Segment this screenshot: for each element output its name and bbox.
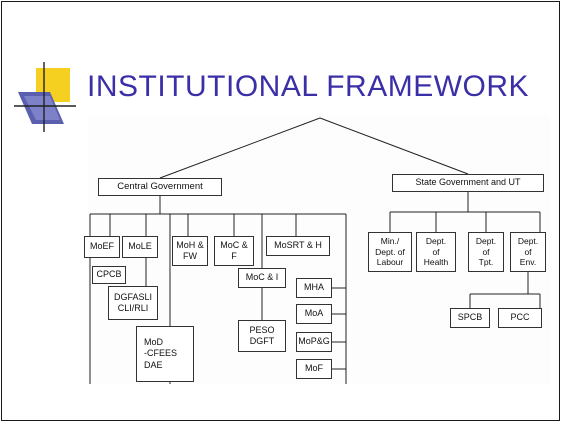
dgfasli-box: DGFASLI CLI/RLI (108, 286, 158, 320)
org-chart: Central Government MoEF MoLE MoH & FW Mo… (84, 116, 550, 384)
mosrt-h-box: MoSRT & H (266, 236, 330, 256)
spcb-box: SPCB (450, 308, 490, 328)
mod-box: MoD -CFEES DAE (136, 326, 194, 382)
mole-box: MoLE (122, 236, 158, 258)
slide-title: INSTITUTIONAL FRAMEWORK (87, 70, 530, 103)
pcc-box: PCC (498, 308, 542, 328)
moh-fw-box: MoH & FW (172, 236, 208, 266)
mof-box: MoF (296, 359, 332, 379)
mha-box: MHA (296, 278, 332, 298)
central-government-box: Central Government (98, 178, 222, 196)
moef-box: MoEF (84, 236, 120, 258)
moc-f-box: MoC & F (214, 236, 254, 266)
dept-labour-box: Min./ Dept. of Labour (368, 232, 412, 272)
mopg-box: MoP&G (296, 332, 332, 352)
dept-environment-box: Dept. of Env. (510, 232, 546, 272)
yellow-square-crosshair-icon (14, 62, 76, 132)
peso-dgft-box: PESO DGFT (238, 320, 286, 352)
cpcb-box: CPCB (92, 266, 126, 284)
dept-health-box: Dept. of Health (416, 232, 456, 272)
moa-box: MoA (296, 304, 332, 324)
moc-i-box: MoC & I (238, 268, 286, 288)
connector-lines (89, 117, 541, 384)
dept-transport-box: Dept. of Tpt. (468, 232, 504, 272)
state-government-box: State Government and UT (392, 174, 544, 192)
